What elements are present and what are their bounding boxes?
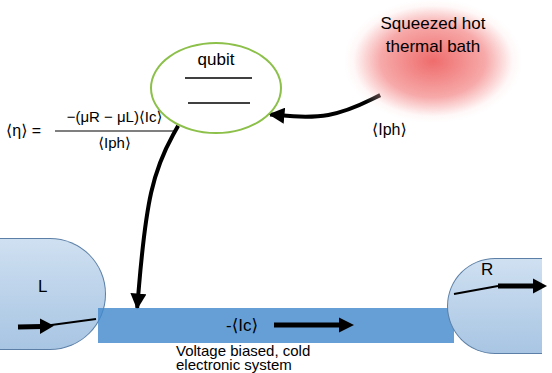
thermal-bath: Squeezed hot thermal bath	[345, 0, 521, 122]
node-label: -⟨Ic⟩	[98, 308, 454, 343]
lower-level	[188, 102, 250, 104]
arrow-head	[339, 318, 354, 333]
node-label: qubit	[152, 44, 280, 70]
left-electrode: L	[0, 238, 106, 350]
formula-numerator: −(μR − μL)⟨Ic⟩	[55, 108, 174, 126]
current-line	[274, 323, 340, 328]
current-line	[498, 284, 534, 289]
current-arrow	[0, 239, 106, 351]
node-label: R	[448, 259, 542, 280]
upper-level	[185, 77, 252, 79]
arrow-head	[40, 319, 54, 335]
wire-channel: -⟨Ic⟩	[98, 308, 454, 343]
formula-lhs: ⟨η⟩ =	[6, 121, 41, 140]
edge-label: ⟨Iph⟩	[372, 120, 407, 139]
node-label: L	[0, 239, 105, 297]
current-line	[18, 324, 42, 330]
qubit-ellipse: qubit	[150, 42, 282, 134]
current-line	[454, 286, 498, 294]
current-arrow	[448, 259, 543, 355]
formula-denominator: ⟨Iph⟩	[55, 134, 174, 152]
energy-flow-arrow	[137, 126, 178, 308]
current-arrow	[98, 308, 454, 343]
system-note: Voltage biased, cold electronic system	[176, 344, 366, 372]
fraction-bar	[55, 130, 174, 131]
right-electrode: R	[447, 258, 542, 354]
node-label: Squeezed hot thermal bath	[371, 0, 495, 58]
arrow-head	[533, 279, 547, 294]
